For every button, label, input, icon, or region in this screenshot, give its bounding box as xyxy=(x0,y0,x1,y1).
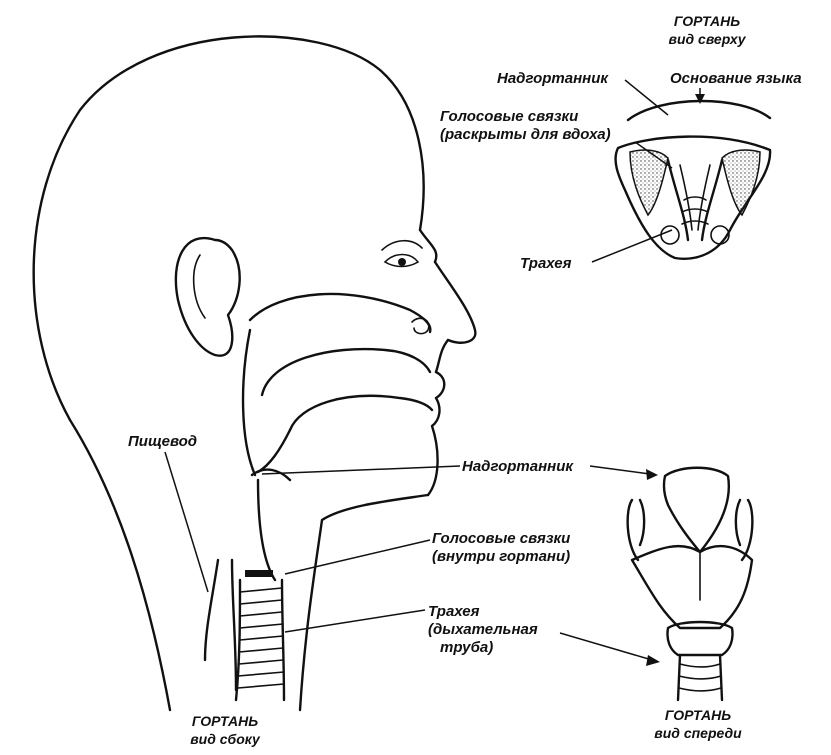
front-view-title: ГОРТАНЬ вид спереди xyxy=(648,706,748,742)
head-trachea-line3: труба) xyxy=(428,639,538,657)
head-vocal-cords-label: Голосовые связки (внутри гортани) xyxy=(432,530,570,566)
head-trachea-line2: (дыхательная xyxy=(428,621,538,639)
top-vocal-cords-line2: (раскрыты для вдоха) xyxy=(440,126,611,144)
top-view-title: ГОРТАНЬ вид сверху xyxy=(652,12,762,48)
neck-airway xyxy=(205,470,290,700)
side-view-title-line2: вид сбоку xyxy=(185,730,265,748)
head-epiglottis-label: Надгортанник xyxy=(462,458,573,476)
larynx-top-view xyxy=(592,80,770,262)
oral-nasal-cavity xyxy=(243,294,432,475)
head-vocal-cords-line2: (внутри гортани) xyxy=(432,548,570,566)
head-outline xyxy=(34,36,476,710)
front-view-title-line2: вид спереди xyxy=(648,724,748,742)
head-trachea-line1: Трахея xyxy=(428,603,538,621)
top-epiglottis-label: Надгортанник xyxy=(497,70,608,88)
ear xyxy=(176,238,240,356)
front-view-title-line1: ГОРТАНЬ xyxy=(648,706,748,724)
top-tongue-base-label: Основание языка xyxy=(670,70,802,88)
top-trachea-label: Трахея xyxy=(520,255,571,273)
side-view-title-line1: ГОРТАНЬ xyxy=(185,712,265,730)
top-vocal-cords-label: Голосовые связки (раскрыты для вдоха) xyxy=(440,108,611,144)
head-vocal-cords-line1: Голосовые связки xyxy=(432,530,570,548)
head-trachea-label: Трахея (дыхательная труба) xyxy=(428,603,538,657)
esophagus-label: Пищевод xyxy=(128,433,197,451)
top-view-title-line2: вид сверху xyxy=(652,30,762,48)
top-view-title-line1: ГОРТАНЬ xyxy=(652,12,762,30)
side-view-title: ГОРТАНЬ вид сбоку xyxy=(185,712,265,748)
top-vocal-cords-line1: Голосовые связки xyxy=(440,108,611,126)
eye xyxy=(382,241,422,267)
